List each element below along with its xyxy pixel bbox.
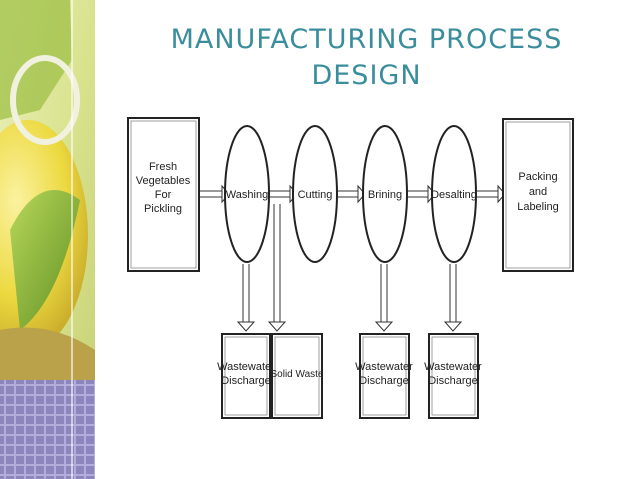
step-brining: Brining (362, 125, 408, 263)
arrow-brining-to-desalting (406, 190, 428, 198)
arrow-desalting-to-packing (476, 190, 498, 198)
waste-label-3a: Wastewater (355, 361, 413, 373)
input-label-4: Pickling (144, 203, 182, 215)
waste-label-3b: Discharge (359, 375, 409, 387)
arrow-cutting-to-brining (336, 190, 358, 198)
waste-node-2: Solid Waste (271, 333, 324, 419)
waste-label-4a: Wastewater (424, 361, 482, 373)
step-label-brining: Brining (368, 189, 402, 201)
step-cutting: Cutting (292, 125, 338, 263)
arrowhead-waste-1 (236, 321, 256, 332)
input-node: Fresh Vegetables For Pickling (127, 117, 200, 272)
step-washing: Washing (224, 125, 270, 263)
arrowhead-brining (357, 184, 366, 204)
input-label-1: Fresh (149, 161, 177, 173)
input-label-2: Vegetables (136, 175, 191, 187)
decorative-photo (0, 0, 95, 479)
arrowhead-waste-4 (443, 321, 463, 332)
waste-label-4b: Discharge (428, 375, 478, 387)
output-label-1: Packing (518, 171, 557, 183)
step-desalting: Desalting (431, 125, 477, 263)
step-label-cutting: Cutting (298, 189, 333, 201)
arrowhead-waste-3 (374, 321, 394, 332)
arrow-washing-to-solid-waste (273, 204, 281, 322)
output-label-2: and (529, 186, 547, 198)
step-label-desalting: Desalting (431, 189, 477, 201)
arrowhead-packing (497, 184, 506, 204)
arrow-washing-to-cutting (268, 190, 290, 198)
arrow-desalting-to-wastewater (449, 264, 457, 322)
waste-label-1b: Discharge (221, 375, 271, 387)
output-node: Packing and Labeling (502, 118, 574, 272)
step-label-washing: Washing (226, 189, 268, 201)
title-line-2: DESIGN (311, 60, 422, 91)
arrow-washing-to-wastewater (242, 264, 250, 322)
waste-label-2a: Solid Waste (271, 369, 324, 380)
input-label-3: For (155, 189, 172, 201)
output-label-3: Labeling (517, 201, 559, 213)
arrowhead-waste-2 (267, 321, 287, 332)
waste-node-1: Wastewater Discharge (217, 333, 275, 419)
arrow-input-to-washing (200, 190, 222, 198)
arrow-brining-to-wastewater (380, 264, 388, 322)
waste-node-3: Wastewater Discharge (355, 333, 413, 419)
decorative-photo-art (0, 0, 95, 479)
waste-node-4: Wastewater Discharge (424, 333, 482, 419)
title-line-1: MANUFACTURING PROCESS (170, 24, 563, 55)
slide-title: MANUFACTURING PROCESS DESIGN (95, 22, 638, 94)
waste-label-1a: Wastewater (217, 361, 275, 373)
